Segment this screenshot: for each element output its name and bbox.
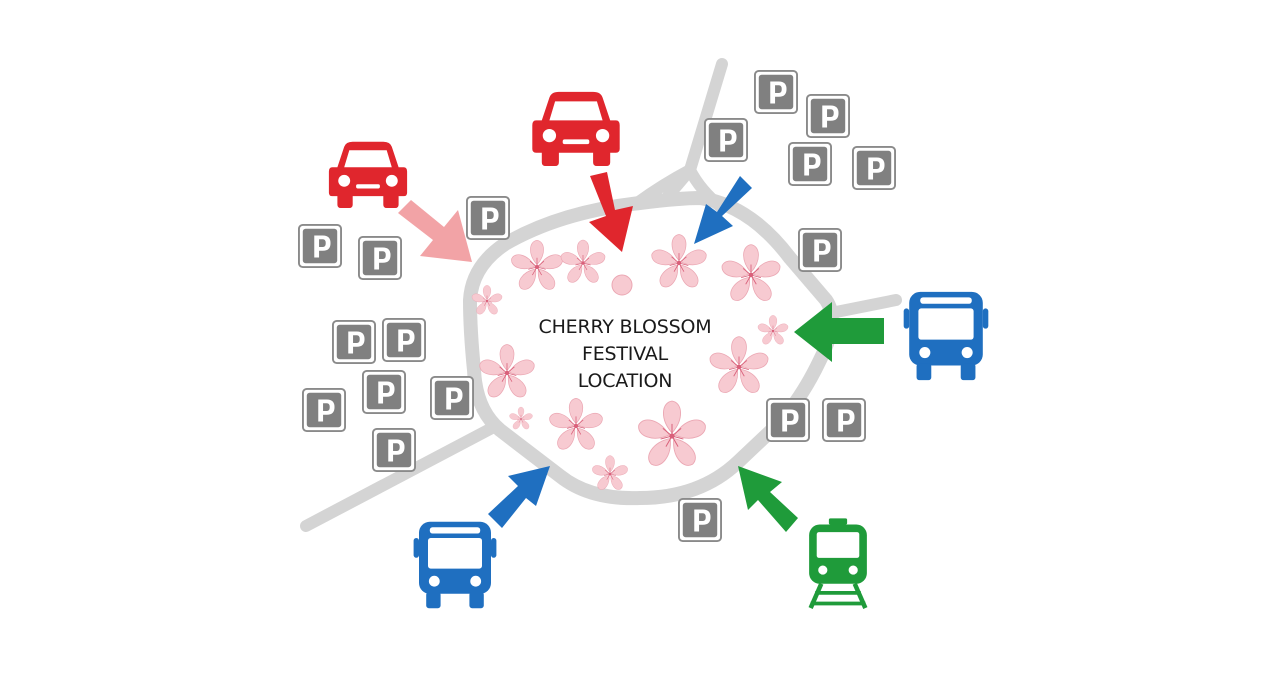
train-arrow [738,466,798,532]
parking-icon [754,70,798,114]
road-southwest [300,422,498,532]
parking-icon [298,224,342,268]
parking-icon [678,498,722,542]
parking-icon [798,228,842,272]
train-icon [809,518,867,608]
bus-arrow-north [694,176,752,244]
parking-icon [362,370,406,414]
parking-icon [372,428,416,472]
parking-icon [806,94,850,138]
parking-icon [382,318,426,362]
cherry-blossom-icon [590,455,630,492]
parking-icon [852,146,896,190]
car-icon [328,141,408,208]
bus-icon [903,291,989,381]
blossom-petal-icon [611,274,633,296]
cherry-blossom-icon [509,239,565,293]
road-east [820,294,902,320]
bus-arrow-southwest [488,466,550,528]
parking-icon [822,398,866,442]
car-arrow-light [398,200,472,262]
road-north-branch-west [630,164,696,210]
parking-icon [332,320,376,364]
bus-icon [413,521,497,609]
cherry-blossom-icon [649,234,709,291]
parking-icon [788,142,832,186]
cherry-blossom-icon [547,398,605,453]
venue-label-line-3: LOCATION [577,370,673,392]
parking-icon [358,236,402,280]
cherry-blossom-icon [508,406,534,431]
parking-icon [430,376,474,420]
venue-label-line-2: FESTIVAL [582,343,668,365]
parking-icon [466,196,510,240]
cherry-blossom-icon [756,315,790,347]
venue-label: CHERRY BLOSSOM FESTIVAL LOCATION [520,314,730,395]
bus-arrow-east [794,302,884,362]
parking-icon [766,398,810,442]
access-arrows [398,172,884,532]
parking-icon [704,118,748,162]
parking-icon [302,388,346,432]
cherry-blossom-icon [559,239,607,286]
venue-label-line-1: CHERRY BLOSSOM [538,316,712,338]
cherry-blossom-icon [635,400,709,470]
car-arrow [589,172,633,252]
cherry-blossom-icon [719,244,783,305]
car-icon [532,91,620,166]
blossom-cluster [470,234,790,492]
